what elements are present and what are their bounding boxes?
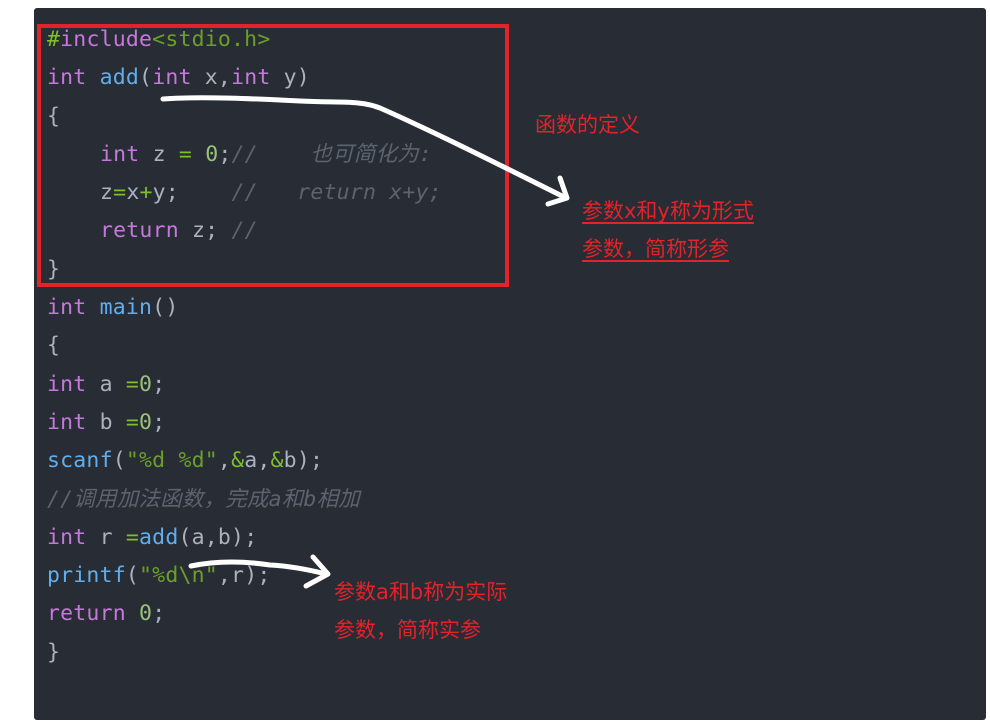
code-line: scanf("%d %d",&a,&b); [47, 442, 442, 480]
code-token: ; [152, 371, 166, 397]
function-definition-label: 函数的定义 [535, 106, 640, 144]
code-token: int [47, 371, 87, 397]
code-line: //调用加法函数，完成a和b相加 [47, 481, 442, 519]
code-line: return z; // [47, 212, 442, 250]
code-token: { [47, 103, 61, 129]
code-token: () [152, 295, 179, 321]
code-token: // [231, 218, 258, 244]
code-token: b); [283, 448, 324, 474]
code-line: return 0; [47, 595, 442, 633]
code-token: = [125, 371, 140, 397]
code-line: int add(int x,int y) [47, 59, 442, 97]
code-token: include [60, 27, 153, 52]
code-token: //调用加法函数，完成a和b相加 [47, 486, 360, 512]
code-token: = [125, 524, 140, 550]
annotation-text: 参数x和y称为形式 [582, 199, 754, 223]
code-line: #include<stdio.h> [47, 21, 442, 59]
code-token: , [217, 448, 232, 474]
code-token: & [231, 448, 245, 474]
code-token: scanf [47, 448, 113, 474]
code-token: int [47, 65, 87, 91]
code-token: int [100, 141, 140, 167]
code-token: ( [112, 448, 126, 474]
actual-params-label: 参数a和b称为实际 参数，简称实参 [334, 573, 507, 649]
code-token: } [47, 639, 61, 665]
function-definition-highlight-box [37, 24, 509, 287]
code-token: "%d\n" [139, 563, 218, 589]
code-token: + [139, 180, 153, 206]
code-token: { [47, 333, 61, 359]
code-token [126, 601, 139, 626]
code-token: x, [191, 65, 232, 91]
code-token: z; [178, 218, 232, 244]
code-token: a, [244, 448, 271, 474]
code-token: x [126, 180, 140, 206]
code-token: ; [152, 409, 166, 435]
code-line: int r =add(a,b); [47, 519, 442, 557]
code-line: int a =0; [47, 366, 442, 404]
annotation-text: 参数，简称形参 [582, 237, 729, 261]
code-listing: #include<stdio.h>int add(int x,int y){in… [47, 21, 442, 672]
code-token: return [47, 601, 126, 627]
code-token: # [47, 27, 61, 52]
code-token: printf [47, 563, 126, 589]
code-token: b [86, 409, 126, 435]
code-token: a [86, 371, 126, 397]
code-token: "%d %d" [125, 448, 218, 474]
code-line: { [47, 327, 442, 365]
code-token: ( [139, 65, 153, 91]
code-token: = [125, 409, 140, 435]
code-token: = [113, 180, 127, 206]
code-token: } [47, 256, 61, 282]
code-token: int [152, 65, 192, 91]
code-token: r [86, 524, 126, 550]
code-token: int [231, 65, 271, 91]
code-token: int [47, 295, 87, 321]
annotation-text: 函数的定义 [535, 113, 640, 137]
code-token: add [99, 65, 140, 91]
code-token: ; [152, 601, 166, 627]
code-token: int [47, 409, 87, 435]
code-token: 0 [139, 409, 153, 435]
code-line: { [47, 98, 442, 136]
code-token: <stdio.h> [152, 27, 271, 52]
code-token [86, 295, 99, 320]
code-token: z [100, 180, 114, 206]
code-line: } [47, 251, 442, 289]
code-line: } [47, 634, 442, 672]
code-line: int main() [47, 289, 442, 327]
code-token: return [100, 218, 179, 244]
code-token: (a,b); [178, 524, 258, 550]
formal-params-label: 参数x和y称为形式 参数，简称形参 [582, 192, 754, 268]
annotation-text: 参数a和b称为实际 [334, 580, 508, 604]
code-token: main [99, 295, 153, 321]
code-token: ,r); [217, 563, 271, 589]
code-token: & [270, 448, 284, 474]
code-token: ( [125, 563, 140, 589]
code-token: add [139, 524, 179, 550]
code-token: int [47, 524, 87, 550]
code-line: int b =0; [47, 404, 442, 442]
code-token: y) [270, 65, 310, 91]
annotation-text: 参数，简称实参 [334, 618, 481, 642]
code-token: 0 [139, 371, 153, 397]
code-token: 0 [139, 601, 153, 627]
